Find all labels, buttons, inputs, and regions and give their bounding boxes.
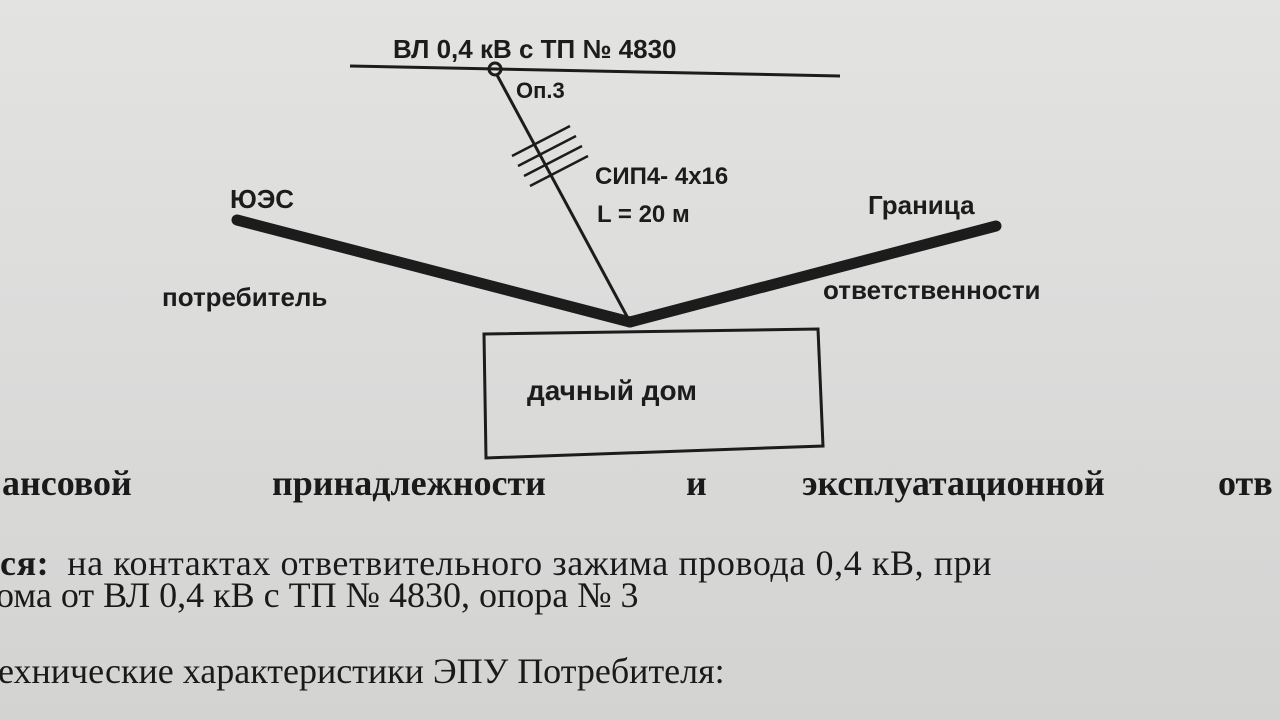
overhead-line [349, 64, 841, 78]
line1-word-2: принадлежности [272, 463, 546, 503]
boundary-label-line2: ответственности [823, 275, 1041, 305]
boundary-line-left [231, 214, 636, 328]
cable-length-label: L = 20 м [597, 201, 690, 228]
text-line-3: ома от ВЛ 0,4 кВ с ТП № 4830, опора № 3 [0, 575, 639, 615]
house-label: дачный дом [527, 375, 697, 406]
left-party-label: ЮЭС [230, 184, 294, 214]
left-role-label: потребитель [162, 282, 327, 312]
line1-word-4: эксплуатационной [802, 463, 1105, 503]
line1-word-1: ансовой [2, 463, 132, 503]
cable-type-label: СИП4- 4х16 [595, 163, 728, 190]
overhead-line-label: ВЛ 0,4 кВ с ТП № 4830 [393, 34, 677, 64]
line2-text: на контактах ответвительного зажима пров… [67, 543, 993, 583]
line1-word-3: и [686, 463, 707, 503]
boundary-label-line1: Граница [868, 190, 975, 220]
line1-word-5: отв [1218, 463, 1273, 503]
line2-bold-lead: ся: [0, 543, 50, 583]
service-drop-cable [495, 74, 632, 323]
boundary-line-right [624, 220, 1002, 328]
connection-scheme-diagram: ВЛ 0,4 кВ с ТП № 4830 Оп.3 СИП4- 4х16 L … [162, 34, 1041, 460]
pole-marker [487, 61, 503, 77]
pole-label: Оп.3 [516, 78, 565, 103]
text-line-4: ехнические характеристики ЭПУ Потребител… [0, 651, 725, 691]
four-core-tick-marks [511, 124, 589, 188]
house-box [482, 327, 825, 460]
text-line-2: ся: на контактах ответвительного зажима п… [0, 542, 992, 584]
